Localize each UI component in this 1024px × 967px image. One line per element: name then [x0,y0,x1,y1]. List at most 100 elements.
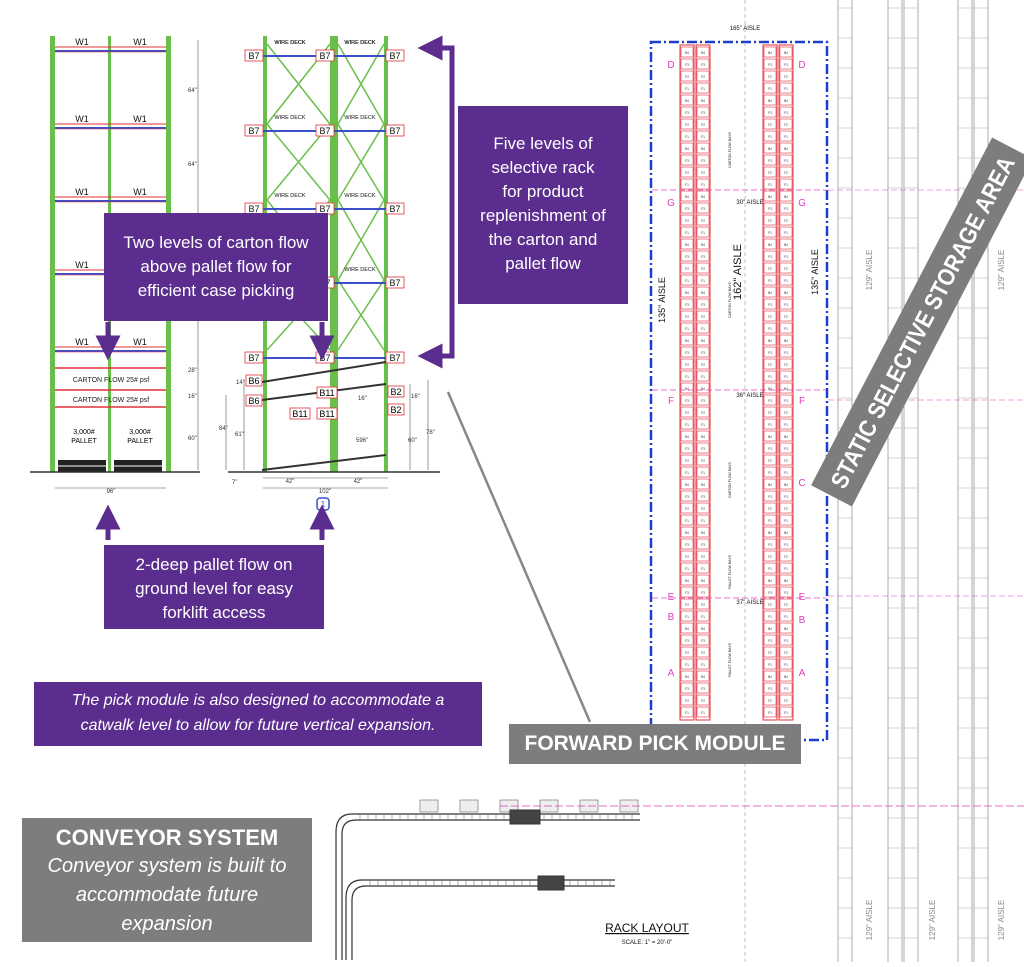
plan-bay-3-23 [763,322,777,334]
b7-box-l-2 [244,124,264,137]
plan-bay-label-4-20: B4 [784,291,788,295]
plan-bay-label-2-21: F3 [701,303,705,307]
grid-letter-left-E-4: E [668,592,675,603]
plan-bay-3-48 [763,622,777,634]
plan-bay-label-3-27: F1 [768,375,772,379]
plan-aisle-labels: 135" AISLE 162" AISLE 135" AISLE 165" AI… [657,26,820,606]
grid-letter-right-G-1: G [798,198,806,209]
plan-bay-2-2 [696,70,710,82]
plan-bay-2-13 [696,202,710,214]
plan-bay-label-4-7: F1 [784,135,788,139]
plan-bay-label-3-37: F3 [768,495,772,499]
plan-bay-label-2-41: F3 [701,543,705,547]
plan-bay-label-3-45: F3 [768,591,772,595]
plan-bay-label-1-8: B4 [685,147,689,151]
plan-bay-4-27 [779,370,793,382]
flow-label-b2-upper-text: B2 [390,387,401,397]
plan-bay-label-4-37: F3 [784,495,788,499]
plan-bay-label-2-4: B4 [701,99,705,103]
plan-bay-label-3-16: B4 [768,243,772,247]
plan-bay-label-2-55: F1 [701,711,705,715]
catwalk-note-line-1: The pick module is also designed to acco… [71,692,445,709]
plan-bay-3-29 [763,394,777,406]
plan-bay-label-3-12: B4 [768,195,772,199]
plan-bay-label-2-26: F2 [701,363,705,367]
plan-bay-label-1-32: B4 [685,435,689,439]
plan-bay-label-3-23: F1 [768,327,772,331]
plan-bay-4-9 [779,154,793,166]
forward-pick-module-text: FORWARD PICK MODULE [524,732,786,755]
plan-bay-2-24 [696,334,710,346]
dim-low: 596" [356,438,368,444]
plan-bay-label-2-50: F2 [701,651,705,655]
plan-bay-2-15 [696,226,710,238]
wire-deck-right-2: WIRE DECK [344,115,376,121]
b7-box-l-5 [244,351,264,364]
plan-flow-bay-text-3: CARTON FLOW BAYS [728,461,732,497]
plan-bay-label-3-3: F1 [768,87,772,91]
plan-bay-4-48 [779,622,793,634]
plan-bay-3-50 [763,646,777,658]
plan-bay-4-52 [779,670,793,682]
plan-bay-label-2-52: B4 [701,675,705,679]
plan-bay-label-3-53: F3 [768,687,772,691]
plan-bay-3-22 [763,310,777,322]
plan-bay-label-1-35: F1 [685,471,689,475]
plan-bay-3-26 [763,358,777,370]
b7-label-right-2: B7 [389,126,400,136]
conveyor-upper-run [335,813,640,960]
b7-label-right-3: B7 [389,204,400,214]
plan-bay-1-53 [680,682,694,694]
conveyor-merge-unit [509,809,541,825]
storage-aisle-label-3: 129" AISLE [865,900,874,941]
plan-bay-2-20 [696,286,710,298]
plan-bay-2-27 [696,370,710,382]
plan-bay-1-10 [680,166,694,178]
conveyor-lower-run [345,879,615,960]
plan-bay-1-37 [680,490,694,502]
dim-h2: 61" [235,432,244,438]
plan-bay-label-4-24: B4 [784,339,788,343]
grid-letter-right-B-5: B [799,615,806,626]
plan-bay-3-43 [763,562,777,574]
plan-bay-label-1-10: F2 [685,171,689,175]
carton-flow-label-upper: CARTON FLOW 25# psf [73,377,149,384]
selective-rack-line-1: Five levels of [493,134,593,153]
plan-bay-label-4-45: F3 [784,591,788,595]
plan-bay-4-35 [779,466,793,478]
plan-bay-3-31 [763,418,777,430]
plan-bay-1-50 [680,646,694,658]
plan-bay-4-13 [779,202,793,214]
conveyor-line-3: expansion [121,913,213,935]
plan-bay-label-4-25: F3 [784,351,788,355]
plan-bay-1-32 [680,430,694,442]
b7-box-r-2 [385,124,405,137]
plan-bay-1-25 [680,346,694,358]
w1-label-left-1: W1 [75,37,89,47]
flow-label-b11-lower-right [316,407,338,420]
storage-aisle-label-5: 129" AISLE [997,900,1006,941]
plan-bay-2-48 [696,622,710,634]
plan-bay-label-4-34: F2 [784,459,788,463]
right-elev-upright-3 [334,36,338,472]
plan-bay-label-3-7: F1 [768,135,772,139]
plan-bay-4-6 [779,118,793,130]
plan-bay-label-3-49: F3 [768,639,772,643]
plan-bay-label-3-46: F2 [768,603,772,607]
plan-bay-1-1 [680,58,694,70]
dim-width: 96" [107,489,116,495]
plan-bay-4-51 [779,658,793,670]
plan-bay-label-1-49: F3 [685,639,689,643]
plan-bay-label-4-1: F3 [784,63,788,67]
plan-rack-row-4: B4F3F2F1B4F3F2F1B4F3F2F1B4F3F2F1B4F3F2F1… [778,44,794,721]
arrow-selective-bracket [417,35,455,369]
plan-bay-4-53 [779,682,793,694]
plan-rack-rows: B4F3F2F1B4F3F2F1B4F3F2F1B4F3F2F1B4F3F2F1… [652,0,826,962]
plan-bay-4-49 [779,634,793,646]
plan-bay-1-41 [680,538,694,550]
flow-label-b6-lower [245,394,263,407]
plan-bay-4-38 [779,502,793,514]
plan-bay-label-2-11: F1 [701,183,705,187]
flow-rails: B6 B6 B11 B11 B11 B2 B2 [245,361,405,471]
b7-label-left-1: B7 [248,51,259,61]
